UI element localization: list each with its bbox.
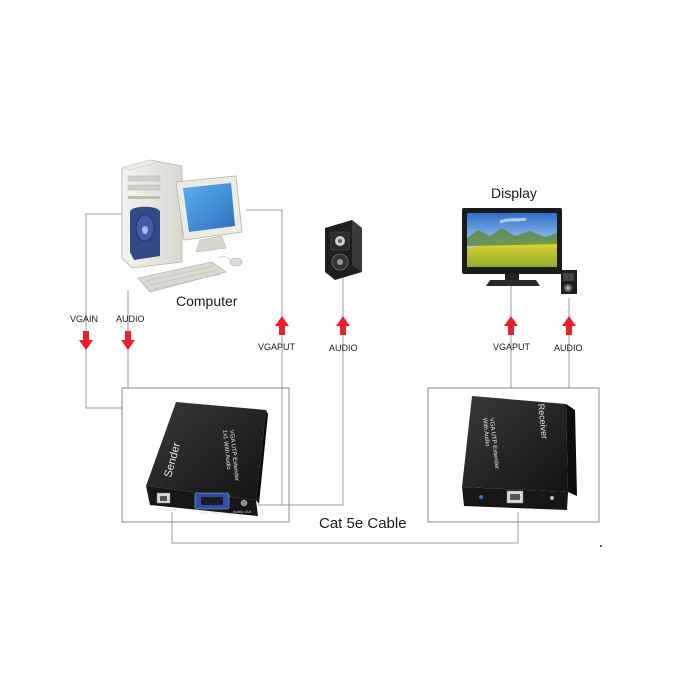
sender-frame xyxy=(121,387,290,523)
vgaput-receiver-arrow-up xyxy=(504,316,518,335)
sender-port-utp-label: UTP Output xyxy=(155,507,177,512)
audio-receiver-label: AUDIO xyxy=(554,343,583,353)
speaker-audio-wire xyxy=(258,275,344,506)
speaker-illustration xyxy=(325,220,362,280)
signal-arrows xyxy=(79,316,576,350)
sender-top-line2: 1x1 With Audio xyxy=(221,430,231,471)
receiver-top-line1: VGA UTP Extender xyxy=(488,418,499,470)
receiver-top-line2: With Audio xyxy=(481,418,490,448)
vgaput-receiver-label: VGAPUT xyxy=(493,342,531,352)
sender-top-line1: VGA UTP Extender xyxy=(228,430,239,482)
receiver-frame xyxy=(427,387,600,523)
display-illustration xyxy=(462,208,562,286)
receiver-device: Receiver VGA UTP Extender With Audio xyxy=(462,396,577,510)
sender-device: Sender VGA UTP Extender 1x1 With Audio U… xyxy=(146,402,268,516)
receiver-side-label: Receiver xyxy=(536,403,550,439)
audio-in-arrow-down xyxy=(121,331,135,350)
vgaput-sender-label: VGAPUT xyxy=(258,342,296,352)
vgain-label: VGAIN xyxy=(70,314,98,324)
vgaput-sender-arrow-up xyxy=(275,316,289,335)
computer-label: Computer xyxy=(176,293,238,309)
cat5e-cable-wire xyxy=(171,512,519,544)
audio-in-label: AUDIO xyxy=(116,314,145,324)
audio-receiver-arrow-up xyxy=(562,316,576,335)
receiver-led xyxy=(479,495,483,499)
audio-speaker-label: AUDIO xyxy=(329,343,358,353)
cable-label: Cat 5e Cable xyxy=(319,515,407,532)
receiver-audio-port xyxy=(550,496,554,500)
computer-illustration xyxy=(121,159,243,293)
vgain-wire xyxy=(85,213,128,409)
dot-mark xyxy=(600,545,602,547)
display-label: Display xyxy=(491,185,537,201)
sender-port-audio-label: Audio Out xyxy=(233,509,252,514)
audio-speaker-arrow-up xyxy=(336,316,350,335)
sender-audio-port xyxy=(240,499,248,507)
vgain-arrow-down xyxy=(79,331,93,350)
vgaput-sender-wire xyxy=(246,209,283,505)
receiver-speaker-illustration xyxy=(561,270,577,294)
sender-port-vga-label: VGA Output xyxy=(200,510,222,515)
